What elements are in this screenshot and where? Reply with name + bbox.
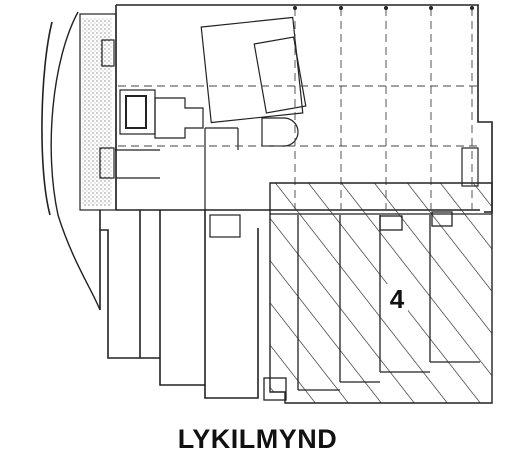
grid-markers (293, 6, 474, 10)
zone-number: 4 (390, 284, 405, 314)
building-outline (41, 4, 493, 399)
column-grid (118, 8, 478, 210)
hatched-zone (263, 182, 493, 404)
drawing-caption: LYKILMYND (177, 424, 338, 454)
zone-label: 4 (386, 284, 408, 314)
